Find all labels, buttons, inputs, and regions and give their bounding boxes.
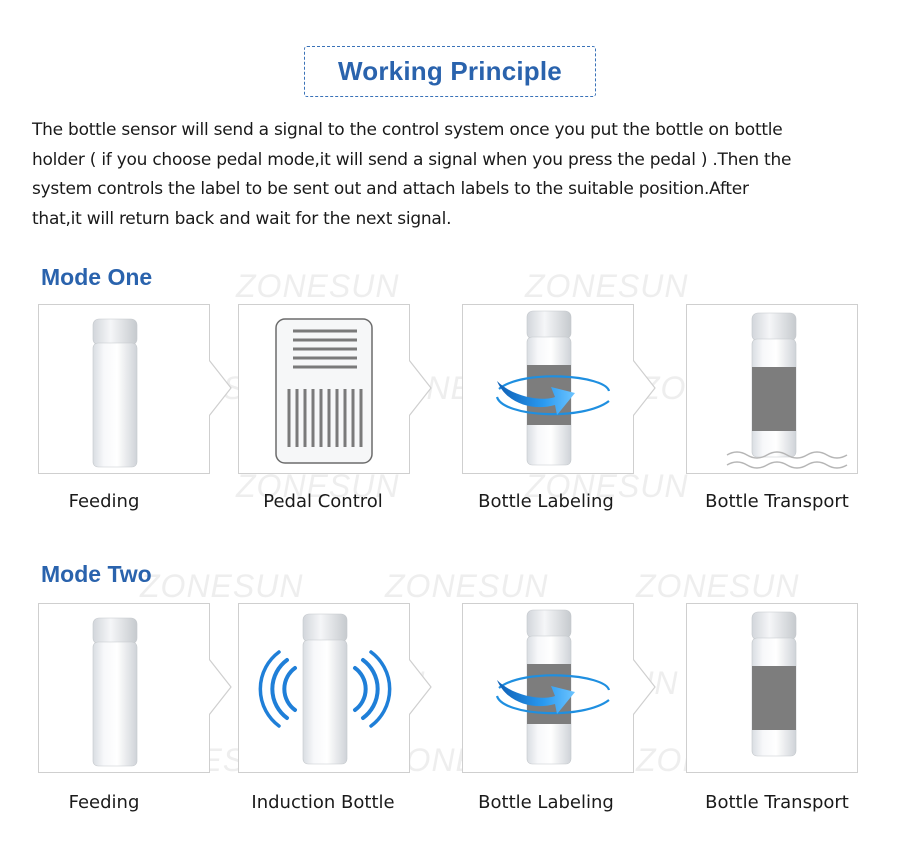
- watermark-text: ZONESUN: [525, 468, 689, 504]
- step-label: Pedal Control: [263, 491, 383, 512]
- watermark-text: ZONESUN: [636, 568, 800, 604]
- step-panel-bottle-labeling: [462, 603, 634, 773]
- step-panel-feeding: [38, 304, 210, 474]
- chevron-right-icon: [633, 658, 656, 716]
- intro-line: The bottle sensor will send a signal to …: [32, 120, 783, 140]
- title-box: Working Principle: [304, 46, 596, 97]
- mode-one-heading: Mode One: [41, 264, 153, 290]
- chevron-right-icon: [209, 359, 232, 417]
- transport-icon: [726, 312, 848, 469]
- step-panel-induction-bottle: [238, 603, 410, 773]
- pedal-icon: [275, 318, 373, 464]
- watermark-text: ZONESUN: [140, 568, 304, 604]
- intro-line: holder ( if you choose pedal mode,it wil…: [32, 149, 792, 170]
- step-panel-bottle-transport: [686, 603, 858, 773]
- watermark-text: ZONESUN: [236, 468, 400, 504]
- step-label: Feeding: [68, 491, 140, 512]
- induction-icon: [258, 613, 392, 765]
- step-panel-bottle-labeling: [462, 304, 634, 474]
- chevron-right-icon: [633, 359, 656, 417]
- intro-line: that,it will return back and wait for th…: [32, 208, 452, 229]
- bottle-icon: [92, 617, 138, 767]
- step-label: Induction Bottle: [251, 792, 395, 813]
- transport-icon: [751, 611, 797, 757]
- watermark-text: ZONESUN: [525, 268, 689, 304]
- watermark-text: ZONESUN: [236, 268, 400, 304]
- labeling-icon: [495, 609, 611, 765]
- chevron-right-icon: [409, 658, 432, 716]
- step-panel-pedal-control: [238, 304, 410, 474]
- mode-two-heading: Mode Two: [41, 561, 152, 587]
- step-label: Bottle Transport: [705, 491, 849, 512]
- chevron-right-icon: [209, 658, 232, 716]
- page-title: Working Principle: [338, 56, 562, 86]
- step-label: Feeding: [68, 792, 140, 813]
- watermark-text: ZONESUN: [385, 568, 549, 604]
- chevron-right-icon: [409, 359, 432, 417]
- step-label: Bottle Labeling: [478, 491, 614, 512]
- labeling-icon: [495, 310, 611, 466]
- intro-paragraph: The bottle sensor will send a signal to …: [32, 116, 872, 234]
- step-panel-feeding: [38, 603, 210, 773]
- intro-line: system controls the label to be sent out…: [32, 179, 749, 199]
- step-panel-bottle-transport: [686, 304, 858, 474]
- step-label: Bottle Transport: [705, 792, 849, 813]
- step-label: Bottle Labeling: [478, 792, 614, 813]
- bottle-icon: [92, 318, 138, 468]
